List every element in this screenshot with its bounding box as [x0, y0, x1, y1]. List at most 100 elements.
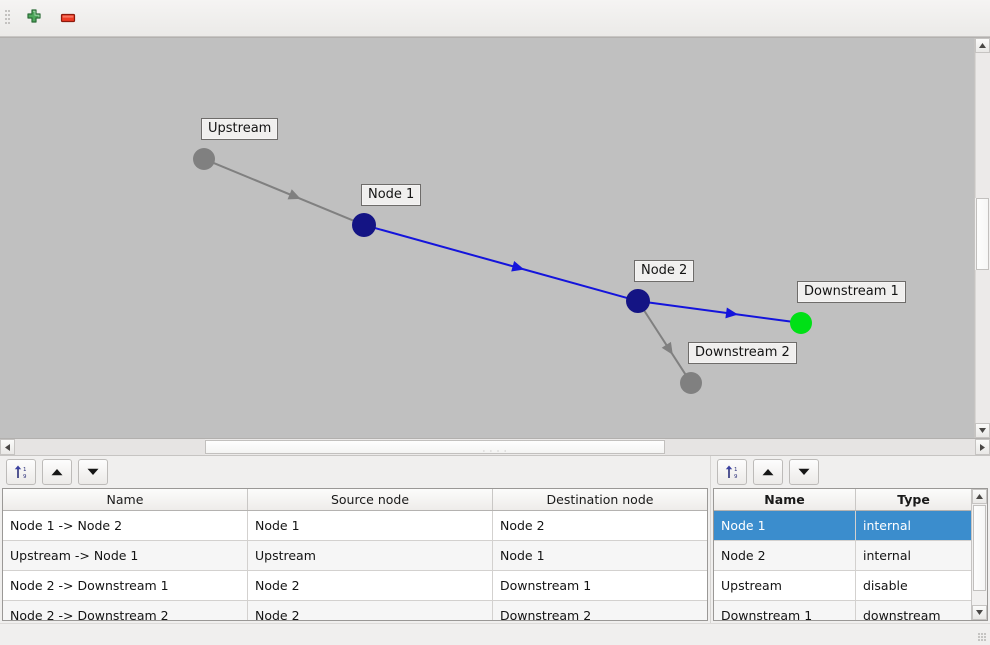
graph-node-label-node2[interactable]: Node 2: [634, 260, 695, 282]
edges-table-cell[interactable]: Node 1 -> Node 2: [3, 510, 248, 541]
graph-node-node1[interactable]: [352, 213, 376, 237]
edges-column-header[interactable]: Destination node: [492, 489, 707, 511]
triangle-down-icon: [87, 468, 99, 475]
triangle-up-icon: [976, 494, 983, 499]
edges-table-cell[interactable]: Node 1: [247, 510, 493, 541]
graph-node-downstream2[interactable]: [680, 372, 702, 394]
triangle-up-icon: [51, 469, 63, 476]
window-resize-grip[interactable]: [978, 633, 988, 643]
triangle-down-icon: [976, 610, 983, 615]
graph-edge-node1-node2[interactable]: [374, 226, 628, 300]
nodes-table-cell[interactable]: Node 1: [714, 510, 856, 541]
graph-edge-arrow-node2-downstream2: [661, 341, 673, 355]
nodes-table-cell[interactable]: Node 2: [714, 540, 856, 571]
edges-table-cell[interactable]: Node 2: [247, 600, 493, 620]
graph-node-label-downstream1[interactable]: Downstream 1: [797, 281, 906, 303]
nodes-column-header[interactable]: Name: [714, 489, 856, 511]
nodes-scroll-down-button[interactable]: [972, 605, 987, 620]
edges-column-header[interactable]: Source node: [247, 489, 493, 511]
scroll-right-button[interactable]: [975, 439, 990, 455]
graph-edge-node2-downstream2[interactable]: [643, 309, 687, 376]
nodes-table-cell[interactable]: downstream: [855, 600, 971, 620]
scroll-down-button[interactable]: [975, 423, 990, 438]
edges-toolbar: 1 9: [0, 456, 710, 488]
nodes-table-cell[interactable]: internal: [855, 510, 971, 541]
graph-node-downstream1[interactable]: [790, 312, 812, 334]
edges-table-cell[interactable]: Upstream -> Node 1: [3, 540, 248, 571]
triangle-down-icon: [979, 428, 986, 433]
scroll-left-button[interactable]: [0, 439, 15, 455]
nodes-move-up-button[interactable]: [753, 459, 783, 485]
sort-ascending-icon: 1 9: [14, 465, 27, 480]
edges-table-cell[interactable]: Node 2: [492, 510, 707, 541]
hscroll-track-right[interactable]: [665, 439, 975, 455]
edges-table-cell[interactable]: Upstream: [247, 540, 493, 571]
nodes-scroll-thumb[interactable]: [973, 505, 986, 591]
triangle-up-icon: [762, 469, 774, 476]
edges-column-header[interactable]: Name: [3, 489, 248, 511]
nodes-move-down-button[interactable]: [789, 459, 819, 485]
scroll-up-button[interactable]: [975, 38, 990, 53]
graph-node-node2[interactable]: [626, 289, 650, 313]
edges-table-cell[interactable]: Downstream 2: [492, 600, 707, 620]
edges-table-cell[interactable]: Node 2 -> Downstream 2: [3, 600, 248, 620]
nodes-scroll-up-button[interactable]: [972, 489, 987, 504]
graph-edge-arrow-node2-downstream1: [725, 307, 739, 319]
main-toolbar: [0, 0, 990, 37]
nodes-sort-button[interactable]: 1 9: [717, 459, 747, 485]
edges-table-cell[interactable]: Node 2: [247, 570, 493, 601]
nodes-table-cell[interactable]: Upstream: [714, 570, 856, 601]
edges-table-cell[interactable]: Downstream 1: [492, 570, 707, 601]
nodes-table-cell[interactable]: disable: [855, 570, 971, 601]
hscroll-track-left[interactable]: [15, 439, 205, 455]
nodes-table-cell[interactable]: internal: [855, 540, 971, 571]
nodes-table-cell[interactable]: Downstream 1: [714, 600, 856, 620]
triangle-left-icon: [5, 443, 10, 451]
remove-node-button[interactable]: [52, 3, 84, 33]
graph-node-label-node1[interactable]: Node 1: [361, 184, 422, 206]
scroll-track-upper[interactable]: [975, 53, 990, 198]
edges-table-cell[interactable]: Node 2 -> Downstream 1: [3, 570, 248, 601]
nodes-table-vertical-scrollbar[interactable]: [971, 489, 987, 620]
graph-edge-node2-downstream1[interactable]: [648, 301, 792, 323]
canvas-vertical-scrollbar[interactable]: [974, 38, 990, 438]
graph-node-upstream[interactable]: [193, 148, 215, 170]
edges-sort-button[interactable]: 1 9: [6, 459, 36, 485]
edges-move-down-button[interactable]: [78, 459, 108, 485]
triangle-right-icon: [980, 443, 985, 451]
canvas-horizontal-scrollbar[interactable]: · · · ·: [0, 439, 990, 456]
toolbar-drag-handle[interactable]: [4, 6, 12, 30]
horizontal-scroll-thumb[interactable]: [205, 440, 665, 454]
graph-node-label-upstream[interactable]: Upstream: [201, 118, 279, 140]
sort-ascending-icon: 1 9: [725, 465, 738, 480]
scroll-track-lower[interactable]: [975, 270, 990, 423]
edges-table-cell[interactable]: Node 1: [492, 540, 707, 571]
graph-node-label-downstream2[interactable]: Downstream 2: [688, 342, 797, 364]
triangle-up-icon: [979, 43, 986, 48]
add-node-button[interactable]: [18, 3, 50, 33]
edges-move-up-button[interactable]: [42, 459, 72, 485]
nodes-column-header[interactable]: Type: [855, 489, 971, 511]
graph-edge-upstream-node1[interactable]: [212, 161, 355, 222]
minus-icon: [60, 13, 76, 23]
splitter-handle[interactable]: · · · ·: [482, 447, 508, 456]
vertical-scroll-thumb[interactable]: [976, 198, 989, 270]
triangle-down-icon: [798, 468, 810, 475]
